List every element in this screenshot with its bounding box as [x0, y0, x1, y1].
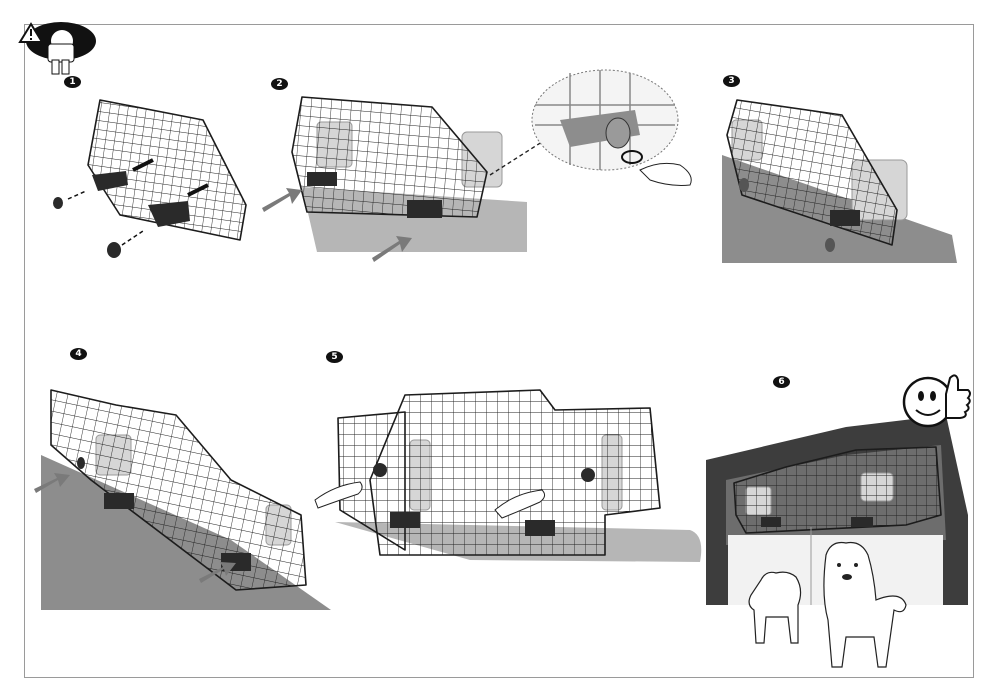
- step-4-illustration: [34, 389, 331, 610]
- smiley-thumbs-up-icon: [902, 374, 971, 428]
- step-badge-1: 1: [64, 76, 81, 88]
- step-badge-3: 3: [723, 75, 740, 87]
- step-badge-6: 6: [773, 376, 790, 388]
- step-badge-4: 4: [70, 348, 87, 360]
- step-2-zoom-detail: [489, 69, 692, 186]
- step-3-illustration: [722, 99, 957, 263]
- warning-reading-person-icon: [18, 22, 96, 75]
- step-5-illustration: [314, 389, 702, 562]
- step-2-illustration: [262, 96, 527, 262]
- step-6-illustration: [706, 415, 968, 668]
- step-badge-5: 5: [326, 351, 343, 363]
- step-badge-2: 2: [271, 78, 288, 90]
- page-frame: [24, 24, 974, 678]
- step-1-illustration: [53, 99, 247, 258]
